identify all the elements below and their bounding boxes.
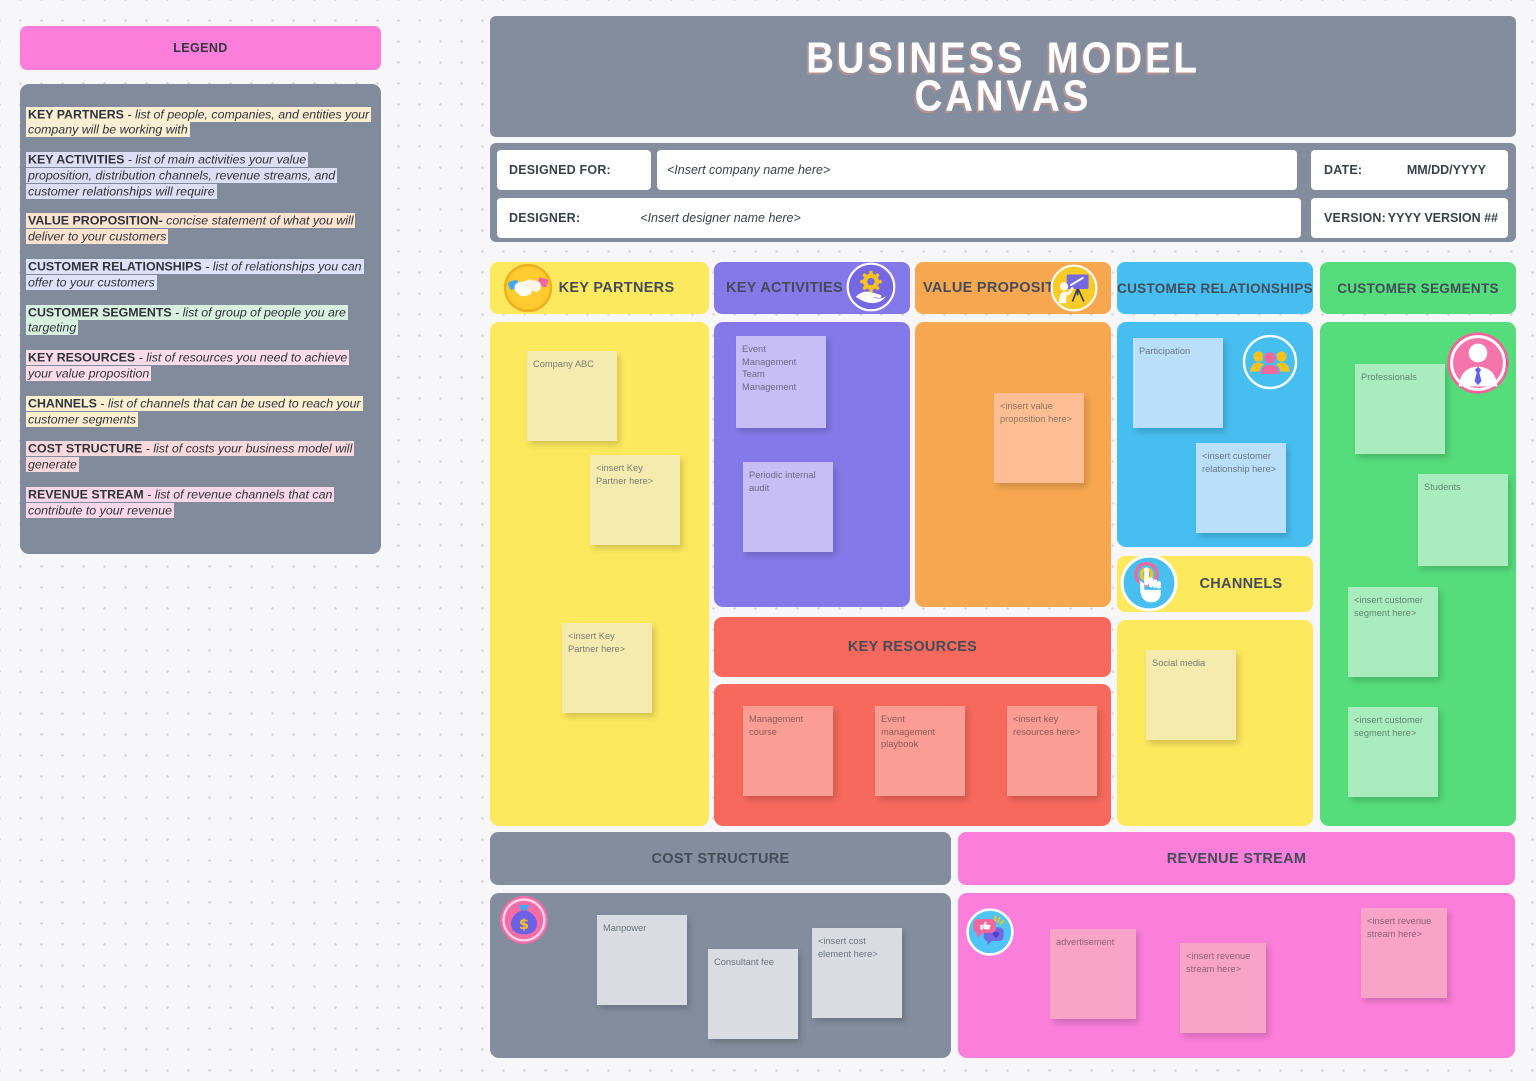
legend-item: KEY PARTNERS - list of people, companies… [26,106,372,138]
sticky-note[interactable]: <insert Key Partner here> [562,623,652,713]
legend-item: VALUE PROPOSITION- concise statement of … [26,213,356,245]
people-group-icon[interactable] [1241,333,1299,391]
key-resources-title: KEY RESOURCES [847,639,978,655]
version-label: VERSION: [1324,211,1387,225]
legend-panel[interactable]: KEY PARTNERS - list of people, companies… [20,84,381,554]
sticky-note[interactable]: <insert value proposition here> [994,393,1084,483]
sticky-note[interactable]: Periodic internal audit [743,462,833,552]
sticky-note[interactable]: Manpower [597,915,687,1005]
date-label: DATE: [1324,163,1363,177]
company-name-field[interactable]: <Insert company name here> [657,150,1297,190]
date-value: MM/DD/YYYY [1406,163,1486,177]
sticky-note[interactable]: Professionals [1355,364,1445,454]
designed-for-label: DESIGNED FOR: [509,163,611,177]
revenue-stream-title: REVENUE STREAM [1166,850,1307,867]
designer-field[interactable]: DESIGNER: <Insert designer name here> [497,198,1301,238]
page-title-line1: BUSINESS MODEL [806,33,1200,82]
chat-bubbles-icon[interactable] [965,907,1015,957]
legend-item: CUSTOMER RELATIONSHIPS - list of relatio… [26,259,364,290]
money-bag-icon[interactable]: $ [499,895,549,945]
designer-placeholder: <Insert designer name here> [640,211,801,225]
sticky-note[interactable]: <insert revenue stream here> [1180,943,1266,1033]
presentation-icon[interactable] [1049,263,1099,313]
svg-text:$: $ [519,916,529,933]
sticky-note[interactable]: <insert cost element here> [812,928,902,1018]
legend-header[interactable]: LEGEND [20,26,381,70]
legend-item: COST STRUCTURE - list of costs your busi… [26,441,355,473]
sticky-note[interactable]: Participation [1133,338,1223,428]
cost-structure-title: COST STRUCTURE [651,850,790,867]
page-title-line2: CANVAS [914,71,1092,120]
sticky-note[interactable]: Management course [743,706,833,796]
key-partners-title: KEY PARTNERS [558,280,675,296]
legend-item: CUSTOMER SEGMENTS - list of group of peo… [26,304,348,336]
legend-item: KEY RESOURCES - list of resources you ne… [26,350,350,382]
revenue-stream-header[interactable]: REVENUE STREAM [958,832,1515,885]
key-activities-title: KEY ACTIVITIES [726,280,843,296]
sticky-note[interactable]: Social media [1146,650,1236,740]
value-proposition-title: VALUE PROPOSITION [923,280,1081,296]
sticky-note[interactable]: <insert customer relationship here> [1196,443,1286,533]
handshake-icon[interactable] [503,263,553,313]
customer-segments-header[interactable]: CUSTOMER SEGMENTS [1320,262,1516,314]
company-name-placeholder: <Insert company name here> [667,163,831,177]
sticky-note[interactable]: Consultant fee [708,949,798,1039]
version-field[interactable]: VERSION: YYYY VERSION ## [1311,198,1508,238]
canvas-title-block[interactable]: BUSINESS MODEL CANVAS [490,16,1516,137]
legend-item: REVENUE STREAM - list of revenue channel… [26,487,335,518]
gear-hand-icon[interactable] [845,261,897,313]
sticky-note[interactable]: <insert customer segment here> [1348,587,1438,677]
key-resources-header[interactable]: KEY RESOURCES [714,617,1111,677]
sticky-note[interactable]: <insert Key Partner here> [590,455,680,545]
designer-label: DESIGNER: [509,211,581,225]
version-value: YYYY VERSION ## [1387,211,1498,225]
sticky-note[interactable]: advertisement [1050,929,1136,1019]
customer-relationships-header[interactable]: CUSTOMER RELATIONSHIPS [1117,262,1313,314]
sticky-note[interactable]: Students [1418,474,1508,566]
sticky-note[interactable]: <insert customer segment here> [1348,707,1438,797]
date-field[interactable]: DATE: MM/DD/YYYY [1311,150,1508,190]
legend-title: LEGEND [173,41,228,55]
designed-for-label-box[interactable]: DESIGNED FOR: [497,150,651,190]
channels-title: CHANNELS [1199,576,1283,592]
person-tie-icon[interactable] [1446,331,1510,395]
legend-item: KEY ACTIVITIES - list of main activities… [26,152,338,199]
sticky-note[interactable]: <insert revenue stream here> [1361,908,1447,998]
sticky-note[interactable]: Event management playbook [875,706,965,796]
customer-segments-title: CUSTOMER SEGMENTS [1337,280,1499,296]
legend-item: CHANNELS - list of channels that can be … [26,395,363,427]
click-hand-icon[interactable] [1119,553,1179,613]
sticky-note[interactable]: <insert key resources here> [1007,706,1097,796]
customer-relationships-title: CUSTOMER RELATIONSHIPS [1117,280,1313,296]
sticky-note[interactable]: Company ABC [527,351,617,441]
cost-structure-header[interactable]: COST STRUCTURE [490,832,951,885]
sticky-note[interactable]: Event Management Team Management [736,336,826,428]
